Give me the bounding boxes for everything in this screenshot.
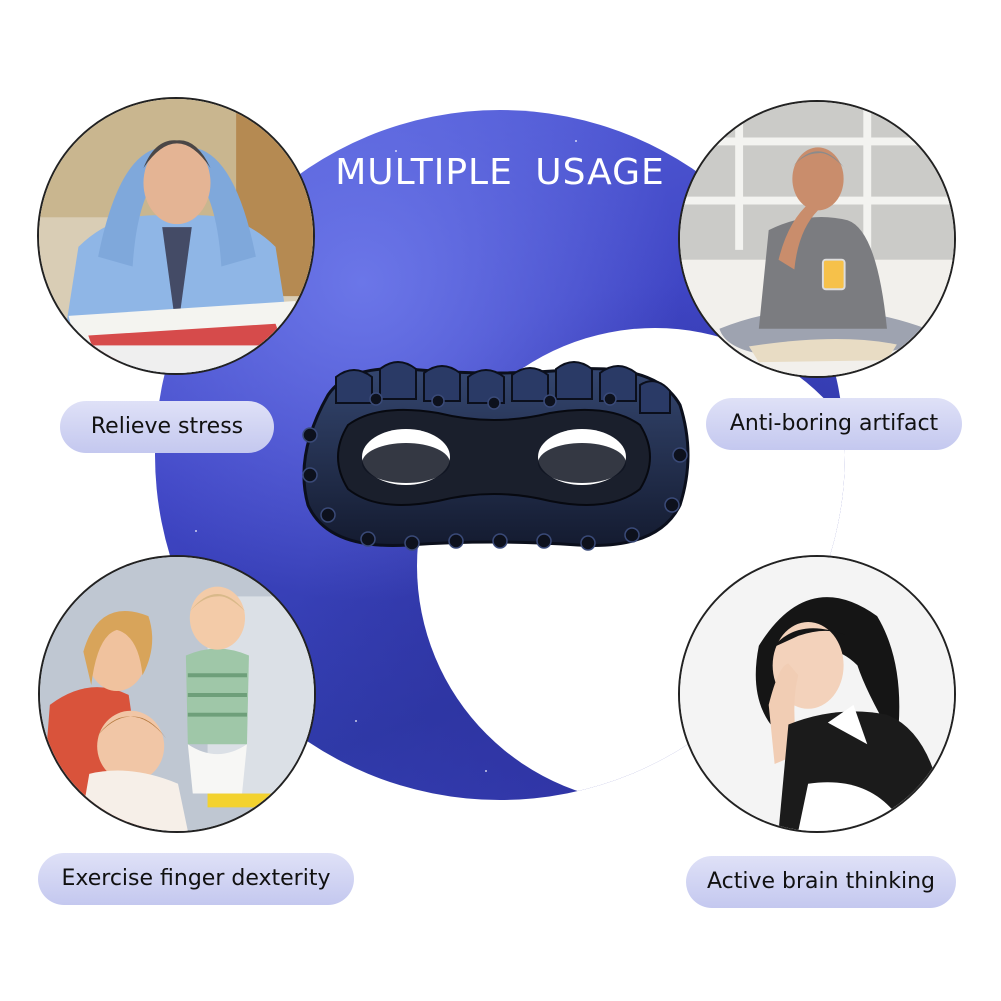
usage-label-relieve-stress: Relieve stress <box>60 401 274 453</box>
mother-children-photo <box>38 555 316 833</box>
usage-label-finger-dexterity: Exercise finger dexterity <box>38 853 354 905</box>
woman-thinking-photo <box>678 555 956 833</box>
usage-label-anti-boring: Anti-boring artifact <box>706 398 962 450</box>
stressed-man-photo <box>37 97 315 375</box>
fidget-track-toy-image <box>302 361 690 551</box>
page-title: MULTIPLE USAGE <box>335 152 665 193</box>
usage-label-brain-thinking: Active brain thinking <box>686 856 956 908</box>
thinking-man-photo <box>678 100 956 378</box>
